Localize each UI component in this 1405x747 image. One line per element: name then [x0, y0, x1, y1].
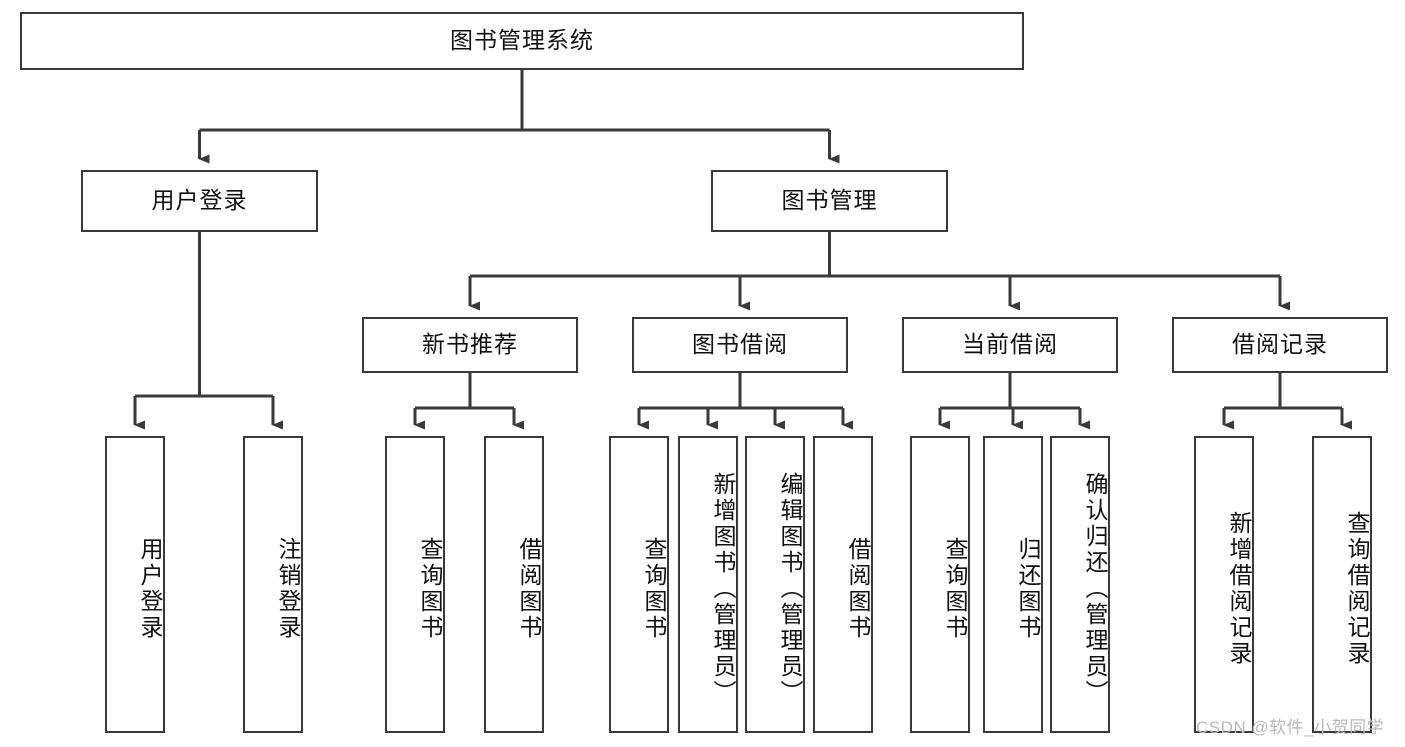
node-leaf-user-login[interactable]: 用户登录 — [105, 436, 165, 733]
node-leaf-query-borrow-record-label: 查询借阅记录 — [1344, 510, 1370, 667]
node-leaf-user-login-label: 用户登录 — [137, 536, 163, 641]
node-root-label: 图书管理系统 — [450, 27, 594, 54]
node-leaf-borrow-book-rec-label: 借阅图书 — [516, 536, 542, 641]
node-leaf-user-logout[interactable]: 注销登录 — [243, 436, 303, 733]
watermark: CSDN @软件_小贺同学 — [1196, 718, 1385, 737]
node-leaf-add-book-admin[interactable]: 新增图书（管理员） — [678, 436, 738, 733]
node-book-borrow[interactable]: 图书借阅 — [632, 317, 848, 373]
node-leaf-query-book-current-label: 查询图书 — [942, 536, 968, 641]
node-leaf-user-logout-label: 注销登录 — [275, 536, 301, 641]
node-root[interactable]: 图书管理系统 — [20, 12, 1024, 70]
node-leaf-return-book-label: 归还图书 — [1015, 536, 1041, 641]
node-book-borrow-label: 图书借阅 — [692, 331, 788, 358]
node-leaf-edit-book-admin[interactable]: 编辑图书（管理员） — [745, 436, 805, 733]
node-leaf-add-book-admin-label: 新增图书（管理员） — [710, 471, 736, 706]
node-leaf-confirm-return-admin[interactable]: 确认归还（管理员） — [1050, 436, 1110, 733]
node-leaf-add-borrow-record-label: 新增借阅记录 — [1226, 510, 1252, 667]
node-user-login-label: 用户登录 — [151, 187, 248, 214]
node-book-manage[interactable]: 图书管理 — [711, 170, 948, 232]
node-new-book-recommend-label: 新书推荐 — [422, 331, 518, 358]
node-leaf-query-book-current[interactable]: 查询图书 — [910, 436, 970, 733]
node-leaf-borrow-book[interactable]: 借阅图书 — [813, 436, 873, 733]
node-leaf-query-book-rec-label: 查询图书 — [417, 536, 443, 641]
node-borrow-record[interactable]: 借阅记录 — [1172, 317, 1388, 373]
node-leaf-return-book[interactable]: 归还图书 — [983, 436, 1043, 733]
node-leaf-add-borrow-record[interactable]: 新增借阅记录 — [1194, 436, 1254, 733]
node-current-borrow-label: 当前借阅 — [962, 331, 1058, 358]
node-leaf-query-book-borrow-label: 查询图书 — [641, 536, 667, 641]
node-leaf-borrow-book-label: 借阅图书 — [845, 536, 871, 641]
node-leaf-query-book-rec[interactable]: 查询图书 — [385, 436, 445, 733]
node-new-book-recommend[interactable]: 新书推荐 — [362, 317, 578, 373]
node-leaf-edit-book-admin-label: 编辑图书（管理员） — [777, 471, 803, 706]
node-book-manage-label: 图书管理 — [781, 187, 878, 214]
node-borrow-record-label: 借阅记录 — [1232, 331, 1328, 358]
node-leaf-confirm-return-admin-label: 确认归还（管理员） — [1082, 471, 1108, 706]
node-leaf-query-borrow-record[interactable]: 查询借阅记录 — [1312, 436, 1372, 733]
node-user-login[interactable]: 用户登录 — [81, 170, 318, 232]
node-leaf-borrow-book-rec[interactable]: 借阅图书 — [484, 436, 544, 733]
node-current-borrow[interactable]: 当前借阅 — [902, 317, 1118, 373]
node-leaf-query-book-borrow[interactable]: 查询图书 — [609, 436, 669, 733]
